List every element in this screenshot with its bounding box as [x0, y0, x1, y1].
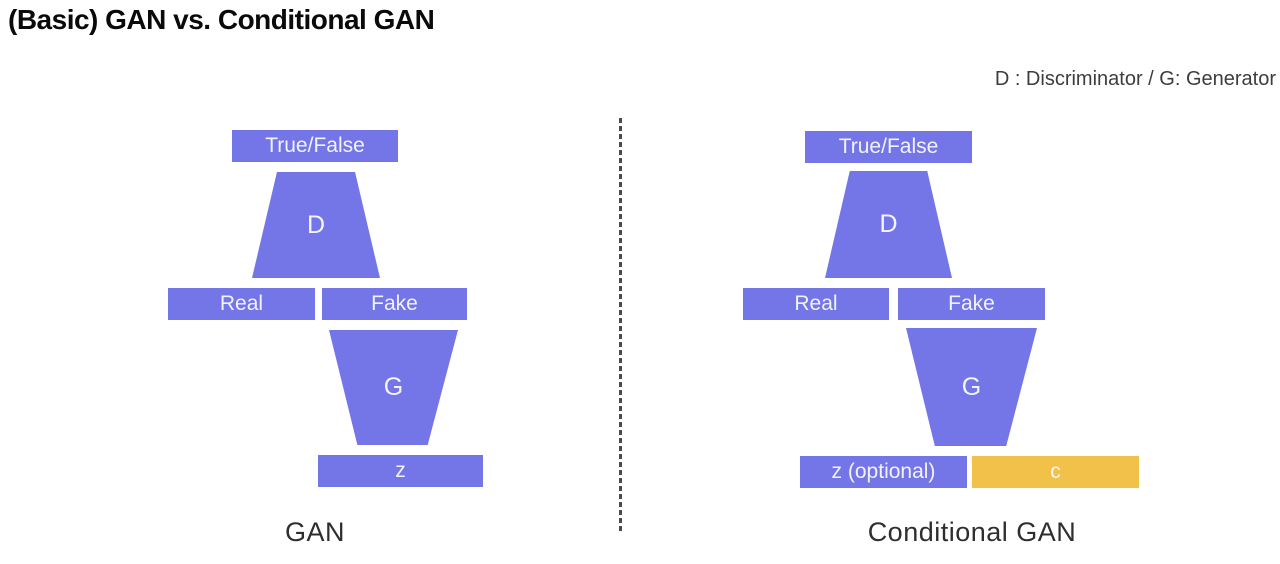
- page-title: (Basic) GAN vs. Conditional GAN: [8, 4, 435, 35]
- cgan-real-box: Real: [743, 288, 889, 320]
- cgan-true-false-box: True/False: [805, 131, 972, 163]
- gan-true-false-box: True/False: [232, 130, 398, 162]
- cgan-generator-trapezoid: G: [906, 328, 1037, 446]
- cgan-caption: Conditional GAN: [867, 517, 1077, 547]
- gan-discriminator-trapezoid: D: [252, 172, 380, 278]
- gan-real-box: Real: [168, 288, 315, 320]
- cgan-discriminator-trapezoid: D: [825, 171, 952, 278]
- gan-caption: GAN: [284, 517, 345, 547]
- gan-generator-trapezoid: G: [329, 330, 458, 445]
- gan-z-box: z: [318, 455, 483, 487]
- cgan-z-optional-box: z (optional): [800, 456, 967, 488]
- divider-dashed-line: [619, 118, 622, 532]
- cgan-fake-box: Fake: [898, 288, 1045, 320]
- gan-fake-box: Fake: [322, 288, 467, 320]
- cgan-condition-box: c: [972, 456, 1139, 488]
- legend-text: D : Discriminator / G: Generator: [994, 68, 1276, 90]
